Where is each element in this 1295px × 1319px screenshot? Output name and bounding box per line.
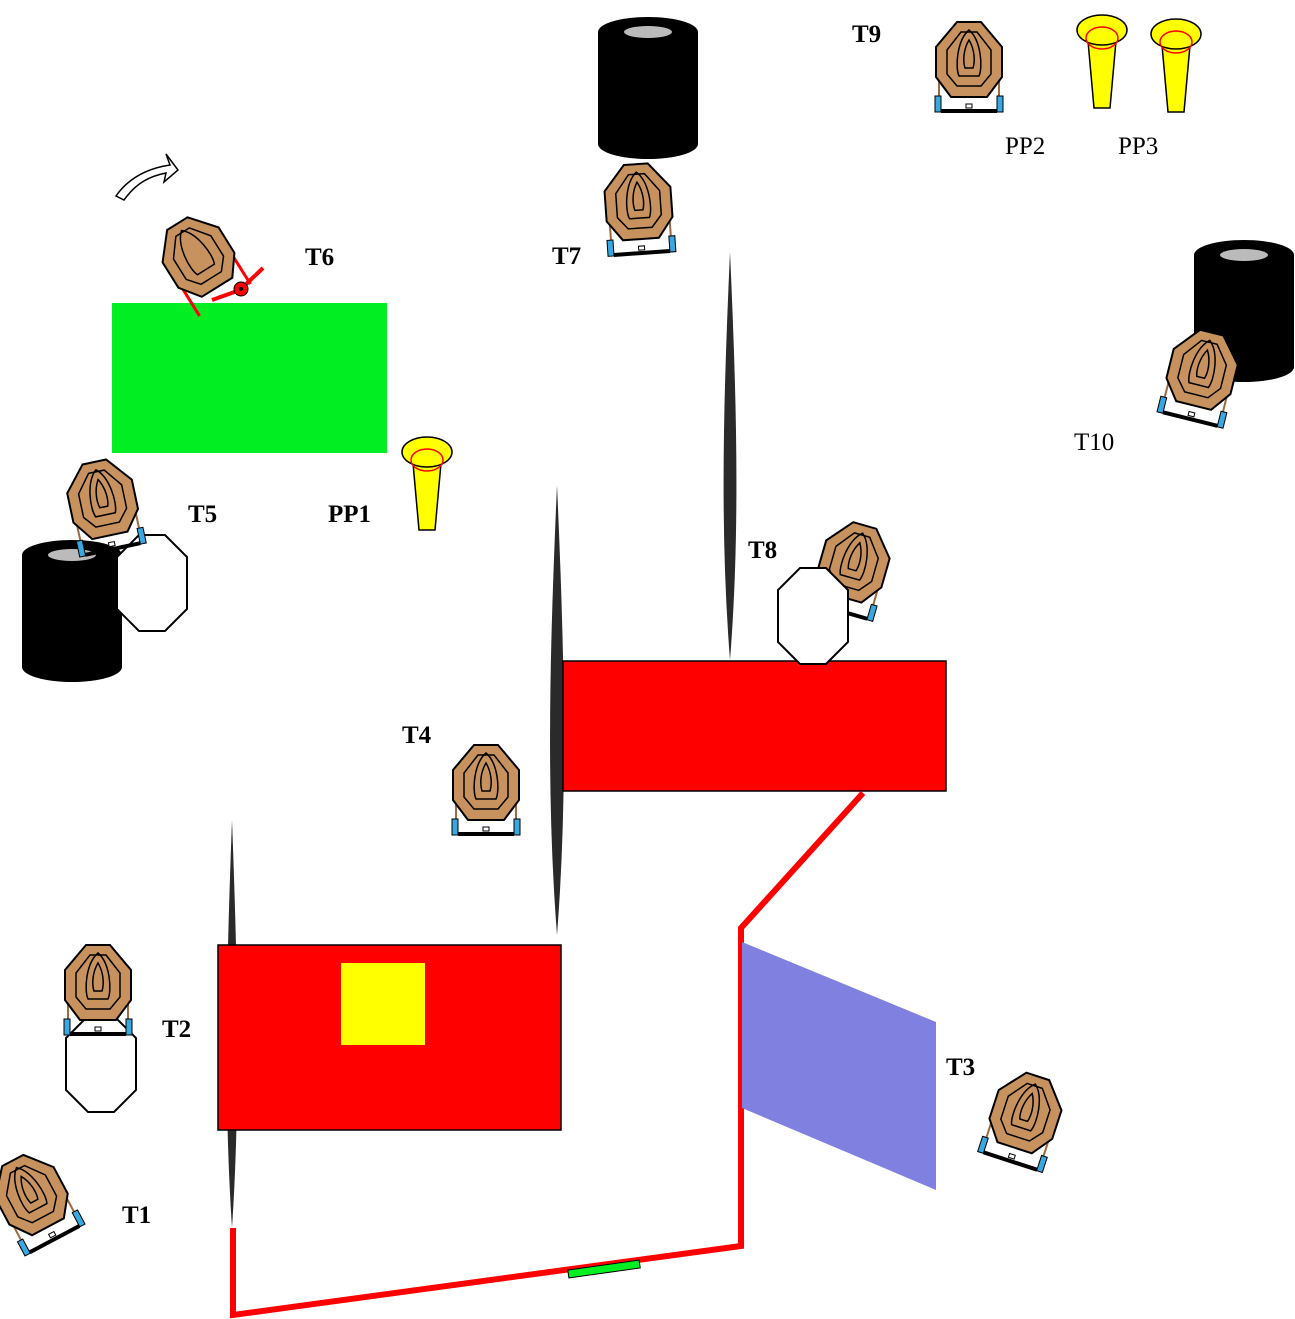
target-t4 xyxy=(451,744,521,837)
wall-center xyxy=(550,485,564,935)
no-shoot-target-icon xyxy=(777,567,849,665)
barricade-upper xyxy=(562,660,947,792)
start-area xyxy=(112,303,387,453)
label-t9: T9 xyxy=(852,21,881,48)
shoot-through-panel xyxy=(742,942,936,1190)
swinger-arm xyxy=(211,266,265,302)
target-t3 xyxy=(976,1064,1072,1175)
tire-stack-icon xyxy=(598,17,698,159)
label-t4: T4 xyxy=(402,722,432,749)
yellow-box xyxy=(341,963,425,1045)
label-pp2: PP2 xyxy=(1005,133,1045,160)
label-t3: T3 xyxy=(946,1054,975,1081)
tire-stack-icon xyxy=(22,540,122,682)
target-t1 xyxy=(0,1143,87,1258)
label-pp1: PP1 xyxy=(328,501,371,528)
label-pp3: PP3 xyxy=(1118,133,1158,160)
popper-pp1 xyxy=(401,436,453,531)
popper-pp2 xyxy=(1076,14,1128,109)
rotate-arrow-icon xyxy=(114,153,180,201)
label-t10: T10 xyxy=(1074,429,1114,456)
label-t5: T5 xyxy=(188,501,217,528)
label-t2: T2 xyxy=(162,1016,191,1043)
fault-line xyxy=(230,790,866,1319)
popper-pp3 xyxy=(1150,18,1202,113)
label-t8: T8 xyxy=(748,537,777,564)
target-t9 xyxy=(934,21,1004,114)
no-shoot-target-icon xyxy=(116,534,188,632)
label-t6: T6 xyxy=(305,244,334,271)
target-t7 xyxy=(600,160,677,259)
wall-right xyxy=(723,252,737,660)
label-t1: T1 xyxy=(122,1202,151,1229)
target-t6 xyxy=(161,216,252,317)
label-t7: T7 xyxy=(552,243,581,270)
start-marker xyxy=(567,1259,641,1279)
